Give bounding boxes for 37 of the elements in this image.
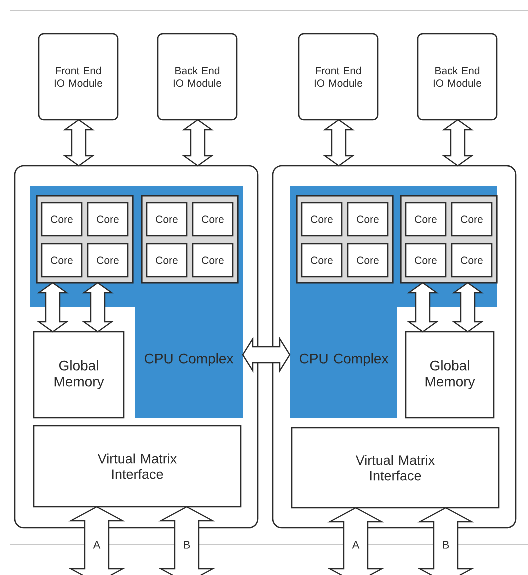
- block-arrow: [242, 336, 291, 374]
- interface-box: Virtual Matrix Interface: [33, 425, 242, 508]
- core-box: Core: [347, 243, 389, 278]
- core-box: Core: [347, 202, 389, 237]
- block-arrow: [323, 119, 355, 167]
- io-module-box: Front End IO Module: [298, 33, 379, 121]
- core-box: Core: [146, 243, 188, 278]
- core-box: Core: [451, 243, 493, 278]
- block-arrow: [182, 119, 214, 167]
- block-arrow: [418, 507, 474, 575]
- core-box: Core: [192, 243, 234, 278]
- block-arrow: [82, 282, 114, 333]
- block-arrow: [68, 506, 126, 575]
- block-arrow: [37, 282, 69, 333]
- block-arrow: [63, 119, 95, 167]
- core-box: Core: [192, 202, 234, 237]
- block-arrow: [328, 507, 384, 575]
- core-box: Core: [451, 202, 493, 237]
- block-arrow: [452, 282, 484, 333]
- interface-box: Virtual Matrix Interface: [291, 427, 500, 509]
- core-box: Core: [146, 202, 188, 237]
- core-box: Core: [87, 202, 129, 237]
- io-module-box: Back End IO Module: [417, 33, 498, 121]
- core-box: Core: [301, 243, 343, 278]
- core-box: Core: [301, 202, 343, 237]
- block-arrow: [158, 506, 216, 575]
- core-box: Core: [41, 243, 83, 278]
- io-module-box: Front End IO Module: [38, 33, 119, 121]
- memory-box: Global Memory: [33, 331, 125, 419]
- block-arrow: [407, 282, 439, 333]
- io-module-box: Back End IO Module: [157, 33, 238, 121]
- core-box: Core: [87, 243, 129, 278]
- core-box: Core: [405, 202, 447, 237]
- core-box: Core: [405, 243, 447, 278]
- memory-box: Global Memory: [405, 331, 495, 419]
- core-box: Core: [41, 202, 83, 237]
- block-arrow: [442, 119, 474, 167]
